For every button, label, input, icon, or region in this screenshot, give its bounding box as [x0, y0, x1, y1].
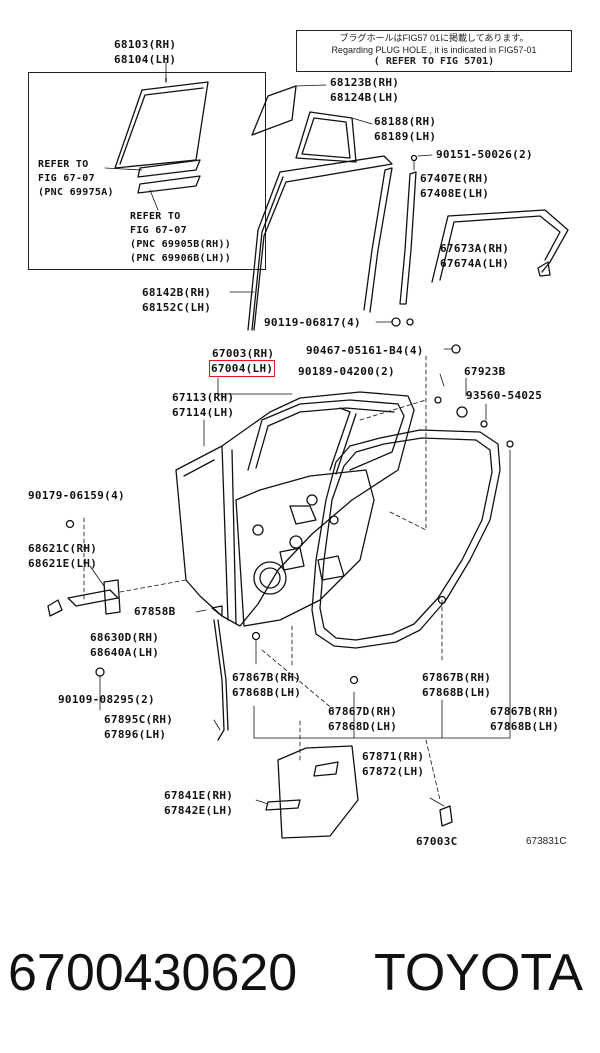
glass-part-icon — [104, 61, 209, 211]
label-68189: 68189(LH) — [374, 130, 437, 143]
label-67858B: 67858B — [134, 605, 176, 618]
label-67895C: 67895C(RH) — [104, 713, 174, 726]
quarter-seal-icon — [295, 111, 373, 163]
label-67674A: 67674A(LH) — [440, 257, 510, 270]
label-67868D: 67868D(LH) — [328, 720, 398, 733]
label-68621C: 68621C(RH) — [28, 542, 98, 555]
label-68630D: 68630D(RH) — [90, 631, 160, 644]
label-67923B: 67923B — [464, 365, 506, 378]
label-67868B-a: 67868B(LH) — [232, 686, 302, 699]
label-67841E: 67841E(RH) — [164, 789, 234, 802]
catalog-number: 673831C — [526, 836, 567, 847]
label-67867B-b: 67867B(RH) — [422, 671, 492, 684]
label-67868B-c: 67868B(LH) — [490, 720, 560, 733]
label-refer-2b: FIG 67-07 — [130, 225, 187, 236]
run-channel-icon — [229, 155, 393, 331]
label-90189: 90189-04200(2) — [298, 365, 395, 378]
trim-panel-icon — [265, 745, 359, 839]
label-67867D: 67867D(RH) — [328, 705, 398, 718]
label-67868B-b: 67868B(LH) — [422, 686, 492, 699]
label-67896: 67896(LH) — [104, 728, 167, 741]
label-67113: 67113(RH) — [172, 391, 235, 404]
label-68123B: 68123B(RH) — [330, 76, 400, 89]
label-67004-lh-highlighted: 67004(LH) — [208, 360, 276, 377]
plug-hole-note: プラグホールはFIG57 01に掲載してあります。 Regarding PLUG… — [296, 30, 572, 72]
note-line-en: Regarding PLUG HOLE , it is indicated in… — [331, 45, 537, 55]
label-93560: 93560-54025 — [466, 389, 543, 402]
door-exploded-view — [47, 61, 569, 839]
label-refer-2c: (PNC 69905B(RH)) — [130, 239, 232, 250]
label-67114: 67114(LH) — [172, 406, 235, 419]
label-67871: 67871(RH) — [362, 750, 425, 763]
label-67842E: 67842E(LH) — [164, 804, 234, 817]
label-67408E: 67408E(LH) — [420, 187, 490, 200]
label-90119: 90119-06817(4) — [264, 316, 361, 329]
label-refer-2d: (PNC 69906B(LH)) — [130, 253, 232, 264]
label-67673A: 67673A(RH) — [440, 242, 510, 255]
label-68640A: 68640A(LH) — [90, 646, 160, 659]
door-panel-icon — [175, 391, 415, 627]
dashed-guides — [83, 355, 443, 801]
footer: 6700430620 TOYOTA — [0, 938, 600, 1008]
clip-icon — [211, 396, 488, 827]
label-90467: 90467-05161-B4(4) — [306, 344, 424, 357]
note-line-jp: プラグホールはFIG57 01に掲載してあります。 — [339, 33, 529, 43]
label-67003-rh: 67003(RH) — [212, 347, 275, 360]
label-68621E: 68621E(LH) — [28, 557, 98, 570]
label-67003C: 67003C — [416, 835, 458, 848]
label-refer-1c: (PNC 69975A) — [38, 187, 114, 198]
label-68124B: 68124B(LH) — [330, 91, 400, 104]
label-90179: 90179-06159(4) — [28, 489, 125, 502]
window-glass-inset — [28, 72, 266, 270]
label-68104: 68104(LH) — [114, 53, 177, 66]
weatherstrip-icon — [363, 154, 433, 313]
label-refer-1b: FIG 67-07 — [38, 173, 95, 184]
label-68152C: 68152C(LH) — [142, 301, 212, 314]
door-weatherstrip-icon — [311, 429, 514, 649]
part-number: 6700430620 — [8, 944, 298, 1002]
label-68103: 68103(RH) — [114, 38, 177, 51]
quarter-glass-icon — [251, 84, 327, 136]
bolt-icon — [375, 317, 461, 354]
brand-name: TOYOTA — [374, 944, 583, 1002]
label-67867B-c: 67867B(RH) — [490, 705, 560, 718]
label-68188: 68188(RH) — [374, 115, 437, 128]
leader-lines — [89, 373, 511, 807]
label-67872: 67872(LH) — [362, 765, 425, 778]
label-refer-1a: REFER TO — [38, 159, 89, 170]
label-68142B: 68142B(RH) — [142, 286, 212, 299]
label-67867B-a: 67867B(RH) — [232, 671, 302, 684]
hinge-icon — [47, 519, 121, 699]
label-refer-2a: REFER TO — [130, 211, 181, 222]
belt-moulding-icon — [431, 209, 569, 283]
label-90109: 90109-08295(2) — [58, 693, 155, 706]
label-67407E: 67407E(RH) — [420, 172, 490, 185]
label-90151: 90151-50026(2) — [436, 148, 533, 161]
note-line-ref: ( REFER TO FIG 5701) — [373, 56, 495, 67]
parts-diagram: プラグホールはFIG57 01に掲載してあります。 Regarding PLUG… — [28, 30, 572, 848]
